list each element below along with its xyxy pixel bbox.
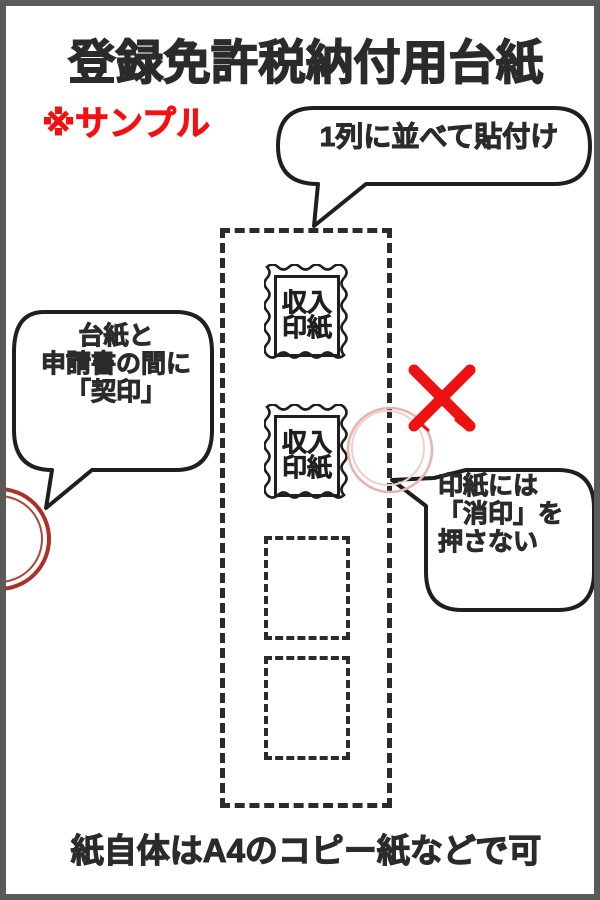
sample-label: ※サンプル	[41, 104, 211, 143]
mounting-paper-column	[220, 228, 392, 808]
stamp-label-line-1: 収入	[281, 289, 333, 317]
empty-stamp-slot-2	[264, 656, 350, 760]
bottom-caption: 紙自体はA4のコピー紙などで可	[70, 831, 542, 869]
callout-bubble-left	[12, 310, 214, 510]
stamp-label-line-2: 印紙	[281, 314, 333, 342]
callout-left-line-2: 申請書の間に	[40, 350, 191, 379]
stamp-inner-frame: 収入 印紙	[274, 275, 340, 357]
revenue-stamp-2: 収入 印紙	[264, 404, 350, 508]
callout-left-line-3: 「契印」	[65, 378, 166, 407]
red-x-mark-icon	[408, 364, 476, 432]
callout-top-text: 1列に並べて貼付け	[294, 120, 584, 152]
red-contract-seal-icon	[6, 487, 51, 591]
callout-top-line-1: 1列に並べて貼付け	[319, 120, 559, 152]
callout-left-text: 台紙と 申請書の間に 「契印」	[14, 322, 218, 407]
stamp-perforation-icon	[264, 404, 348, 499]
empty-stamp-slot-1	[264, 536, 350, 640]
page-title: 登録免許税納付用台紙	[68, 35, 544, 90]
stamp-label-line-2: 印紙	[281, 454, 333, 482]
stamp-perforation-icon	[264, 264, 348, 359]
callout-right-line-2: 「消印」を	[438, 500, 564, 529]
callout-right-line-1: 印紙には	[438, 472, 539, 501]
faint-cancellation-seal-icon	[346, 406, 434, 494]
callout-right-text: 印紙には 「消印」を 押さない	[438, 472, 588, 557]
revenue-stamp-1: 収入 印紙	[264, 264, 350, 368]
stamp-inner-frame: 収入 印紙	[274, 415, 340, 497]
callout-bubble-top	[276, 106, 592, 228]
callout-right-line-3: 押さない	[438, 528, 539, 557]
stamp-label-line-1: 収入	[281, 429, 333, 457]
callout-bubble-right	[390, 468, 594, 612]
callout-left-line-1: 台紙と	[78, 322, 154, 351]
